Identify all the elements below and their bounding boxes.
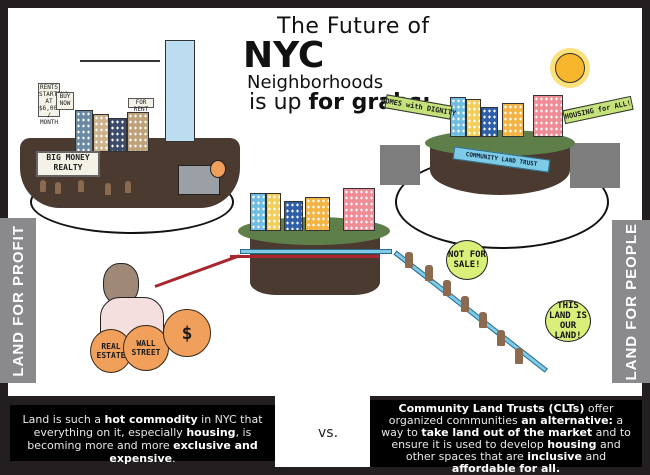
- profit-caption: Land is such a hot commodity in NYC that…: [10, 405, 275, 465]
- rent-sign: RENTS STARTING AT $6,000 / MONTH: [38, 83, 68, 126]
- building: [502, 103, 524, 137]
- building: [127, 112, 149, 152]
- community-member: [497, 330, 505, 346]
- money-bag: [210, 160, 226, 178]
- headline-nyc: NYC: [243, 35, 325, 76]
- skyscraper: [165, 40, 195, 142]
- red-rope: [154, 254, 241, 288]
- displaced-person: [105, 183, 111, 195]
- sun-icon: [555, 53, 585, 83]
- clt-caption: Community Land Trusts (CLTs) offer organ…: [370, 400, 642, 475]
- building: [109, 118, 127, 152]
- community-member: [443, 280, 451, 296]
- displaced-person: [55, 182, 61, 194]
- headline-line1: The Future of: [277, 14, 430, 39]
- building: [284, 201, 303, 231]
- building: [250, 193, 266, 231]
- displaced-person: [125, 181, 131, 193]
- displaced-person: [40, 180, 46, 192]
- headline-neighborhoods: Neighborhoods: [247, 72, 384, 93]
- contested-land: [230, 185, 400, 295]
- buy-now-sign: BUY NOW: [56, 92, 74, 110]
- building: [93, 114, 109, 152]
- community-scene: HOMES with DIGNITY HOUSING for ALL! COMM…: [375, 53, 634, 249]
- big-money-realty-sign: BIG MONEY REALTY: [36, 151, 100, 177]
- blue-rope: [240, 249, 392, 254]
- building: [466, 99, 481, 137]
- land-for-profit-tab: LAND FOR PROFIT: [0, 218, 36, 383]
- wall-street-bag: WALL STREET: [123, 325, 169, 371]
- building: [481, 107, 498, 137]
- tycoon-figure: REAL ESTATE WALL STREET $: [90, 245, 245, 395]
- not-for-sale-bubble: NOT FOR SALE!: [446, 240, 488, 280]
- community-member: [461, 296, 469, 312]
- displaced-person: [78, 180, 84, 192]
- building: [75, 110, 93, 152]
- building: [266, 193, 281, 231]
- community-member: [515, 348, 523, 364]
- community-member: [405, 252, 413, 268]
- profit-city-scene: RENTS STARTING AT $6,000 / MONTH BUY NOW…: [20, 20, 245, 234]
- dollar-bag: $: [163, 309, 211, 357]
- building: [343, 188, 375, 231]
- community-member: [425, 265, 433, 281]
- this-land-is-our-land-bubble: THIS LAND IS OUR LAND!: [545, 300, 591, 342]
- for-rent-sign: FOR RENT: [128, 98, 154, 113]
- gray-skyline-right: [570, 143, 620, 188]
- crane: [80, 60, 160, 62]
- land-for-people-tab: LAND FOR PEOPLE: [612, 220, 650, 383]
- gray-skyline-left: [380, 145, 420, 185]
- building: [450, 97, 466, 137]
- building: [305, 197, 330, 231]
- community-rope-pullers: [393, 240, 548, 390]
- community-member: [479, 312, 487, 328]
- versus-label: vs.: [318, 425, 339, 441]
- red-rope: [230, 255, 380, 258]
- building: [533, 95, 563, 137]
- homes-with-dignity-banner: HOMES with DIGNITY: [380, 94, 457, 120]
- housing-for-all-banner: HOUSING for ALL!: [562, 95, 634, 125]
